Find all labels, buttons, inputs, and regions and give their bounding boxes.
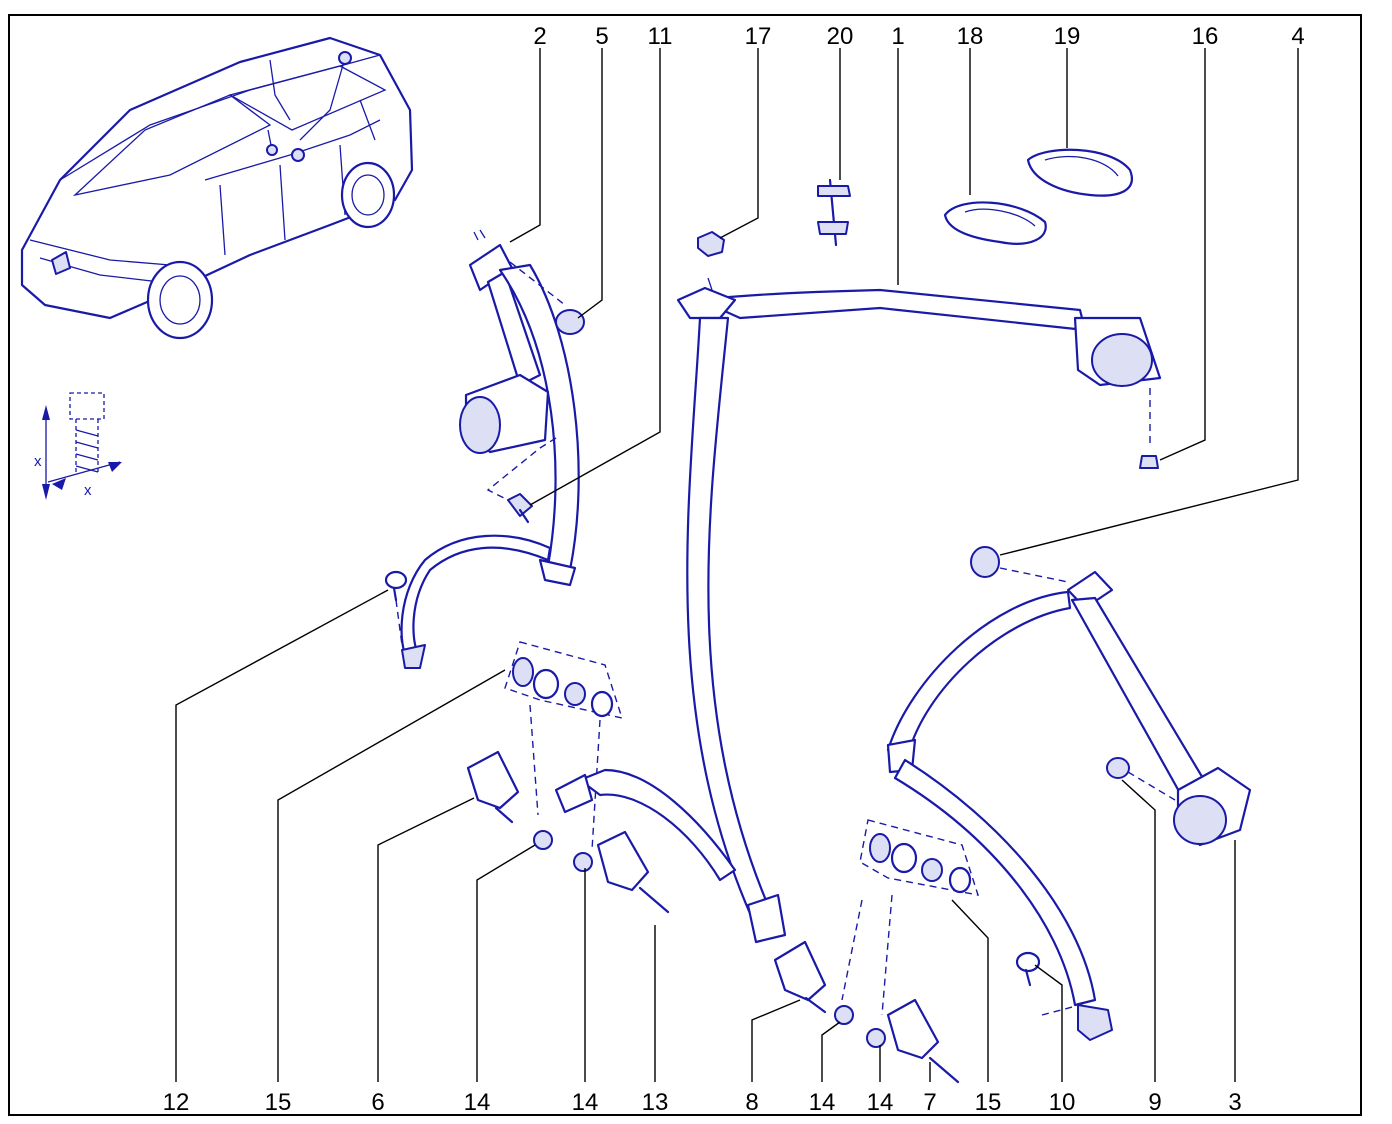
callout-14-a: 14 [464, 1089, 491, 1116]
part-19-trim-cover [1026, 148, 1133, 197]
callout-15-right: 15 [975, 1089, 1002, 1116]
callout-20: 20 [827, 23, 854, 50]
dimension-label-vertical: x [34, 453, 42, 470]
part-12-bolt [384, 570, 408, 602]
callout-17: 17 [745, 23, 772, 50]
callout-3: 3 [1228, 1089, 1241, 1116]
callout-15-left: 15 [265, 1089, 292, 1116]
part-13-buckle [596, 830, 670, 914]
part-18-trim-cover [943, 201, 1047, 245]
part-15-right-buckle-hardware-kit [841, 819, 980, 1016]
callout-6: 6 [371, 1089, 384, 1116]
callout-14-b: 14 [572, 1089, 599, 1116]
leader-lines [175, 48, 1299, 1082]
part-9-bolt [1106, 757, 1176, 801]
part-5-plug [555, 309, 585, 335]
part-7-buckle [886, 998, 960, 1084]
part-14-washer-a [533, 830, 553, 850]
part-6-buckle [466, 750, 520, 824]
part-16-screw [1139, 455, 1159, 469]
callout-8: 8 [745, 1089, 758, 1116]
part-3-rear-right-seat-belt [886, 567, 1252, 1041]
callout-5: 5 [595, 23, 608, 50]
callout-7: 7 [923, 1089, 936, 1116]
part-11-bolt [507, 493, 533, 524]
part-14-washer-c [834, 1005, 854, 1025]
part-20-stud [817, 178, 851, 247]
part-4-grommet [970, 546, 1000, 578]
part-14-washer-d [866, 1028, 886, 1048]
dimension-label-horizontal: x [84, 482, 92, 499]
callout-14-d: 14 [867, 1089, 894, 1116]
part-17-nut [697, 231, 725, 257]
callout-11: 11 [648, 23, 673, 50]
vehicle-overview-illustration [20, 36, 414, 340]
callout-13: 13 [642, 1089, 669, 1116]
callout-14-c: 14 [809, 1089, 836, 1116]
part-15-left-buckle-hardware-kit [504, 641, 624, 851]
part-10-bolt [1015, 951, 1081, 1016]
callout-19: 19 [1054, 23, 1081, 50]
callout-10: 10 [1049, 1089, 1076, 1116]
callout-4: 4 [1291, 23, 1304, 50]
callout-1: 1 [891, 23, 904, 50]
part-8-buckle [554, 768, 827, 1014]
part-2-front-left-seat-belt [395, 229, 580, 670]
callout-labels: 2 5 11 17 20 1 18 19 16 4 12 15 6 14 14 … [163, 23, 1305, 1116]
callout-2: 2 [533, 23, 546, 50]
callout-18: 18 [957, 23, 984, 50]
callout-12: 12 [163, 1089, 190, 1116]
callout-9: 9 [1148, 1089, 1161, 1116]
part-1-rear-centre-seat-belt [676, 277, 1162, 944]
bolt-dimension-symbol: x x [34, 392, 122, 500]
callout-16: 16 [1192, 23, 1219, 50]
part-14-washer-b [573, 852, 593, 872]
